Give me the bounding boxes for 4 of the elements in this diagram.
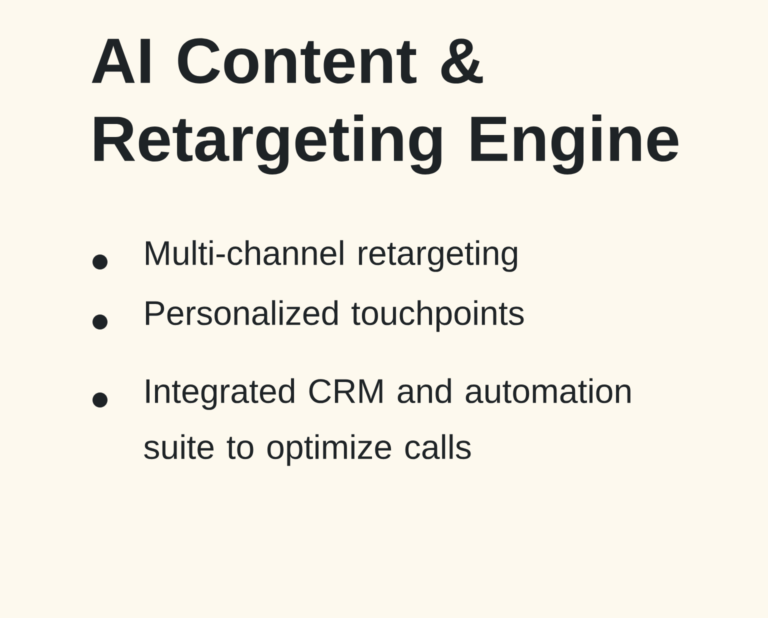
bullet-text: Integrated CRM and automation suite to optimize calls (144, 378, 630, 466)
bullet-text: Personalized touchpoints (146, 300, 524, 332)
title: AI Content & Retargeting Engine (92, 38, 678, 174)
bullet-text: Multi-channel retargeting (146, 240, 518, 272)
